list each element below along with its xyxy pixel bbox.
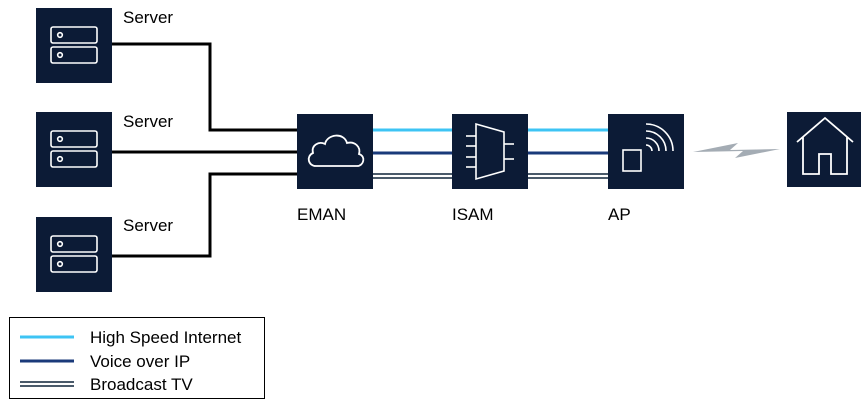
server-2-box <box>36 112 112 187</box>
wire-server-1 <box>112 42 297 132</box>
home-node <box>787 112 861 187</box>
server-node-3: Server <box>36 216 173 292</box>
home-box <box>787 112 861 187</box>
ap-node: AP <box>608 114 684 224</box>
cloud-icon <box>307 134 365 167</box>
legend-label-voice-over-ip: Voice over IP <box>90 352 190 371</box>
eman-node: EMAN <box>297 114 373 224</box>
multiplexer-icon <box>466 122 514 181</box>
server-2-label: Server <box>123 112 173 131</box>
server-1-box <box>36 8 112 83</box>
server-1-label: Server <box>123 8 173 27</box>
wireless-access-point-icon <box>622 123 674 172</box>
server-3-label: Server <box>123 216 173 235</box>
wireless-link-icon <box>693 143 780 158</box>
isam-label: ISAM <box>452 205 494 224</box>
server-icon <box>50 235 98 273</box>
eman-label: EMAN <box>297 205 346 224</box>
ap-label: AP <box>608 205 631 224</box>
server-node-1: Server <box>36 8 173 83</box>
home-icon <box>796 116 854 175</box>
isam-node: ISAM <box>452 114 528 224</box>
server-icon <box>50 130 98 168</box>
server-node-2: Server <box>36 112 173 187</box>
legend-label-broadcast-tv: Broadcast TV <box>90 375 193 394</box>
server-wires <box>112 42 297 258</box>
legend-label-high-speed-internet: High Speed Internet <box>90 328 241 347</box>
legend: High Speed Internet Voice over IP Broadc… <box>9 317 265 399</box>
ap-box <box>608 114 684 189</box>
server-icon <box>50 26 98 64</box>
server-3-box <box>36 217 112 292</box>
wire-server-3 <box>112 172 297 258</box>
isam-box <box>452 114 528 189</box>
eman-box <box>297 114 373 189</box>
legend-box <box>9 317 265 399</box>
service-links <box>373 128 608 179</box>
